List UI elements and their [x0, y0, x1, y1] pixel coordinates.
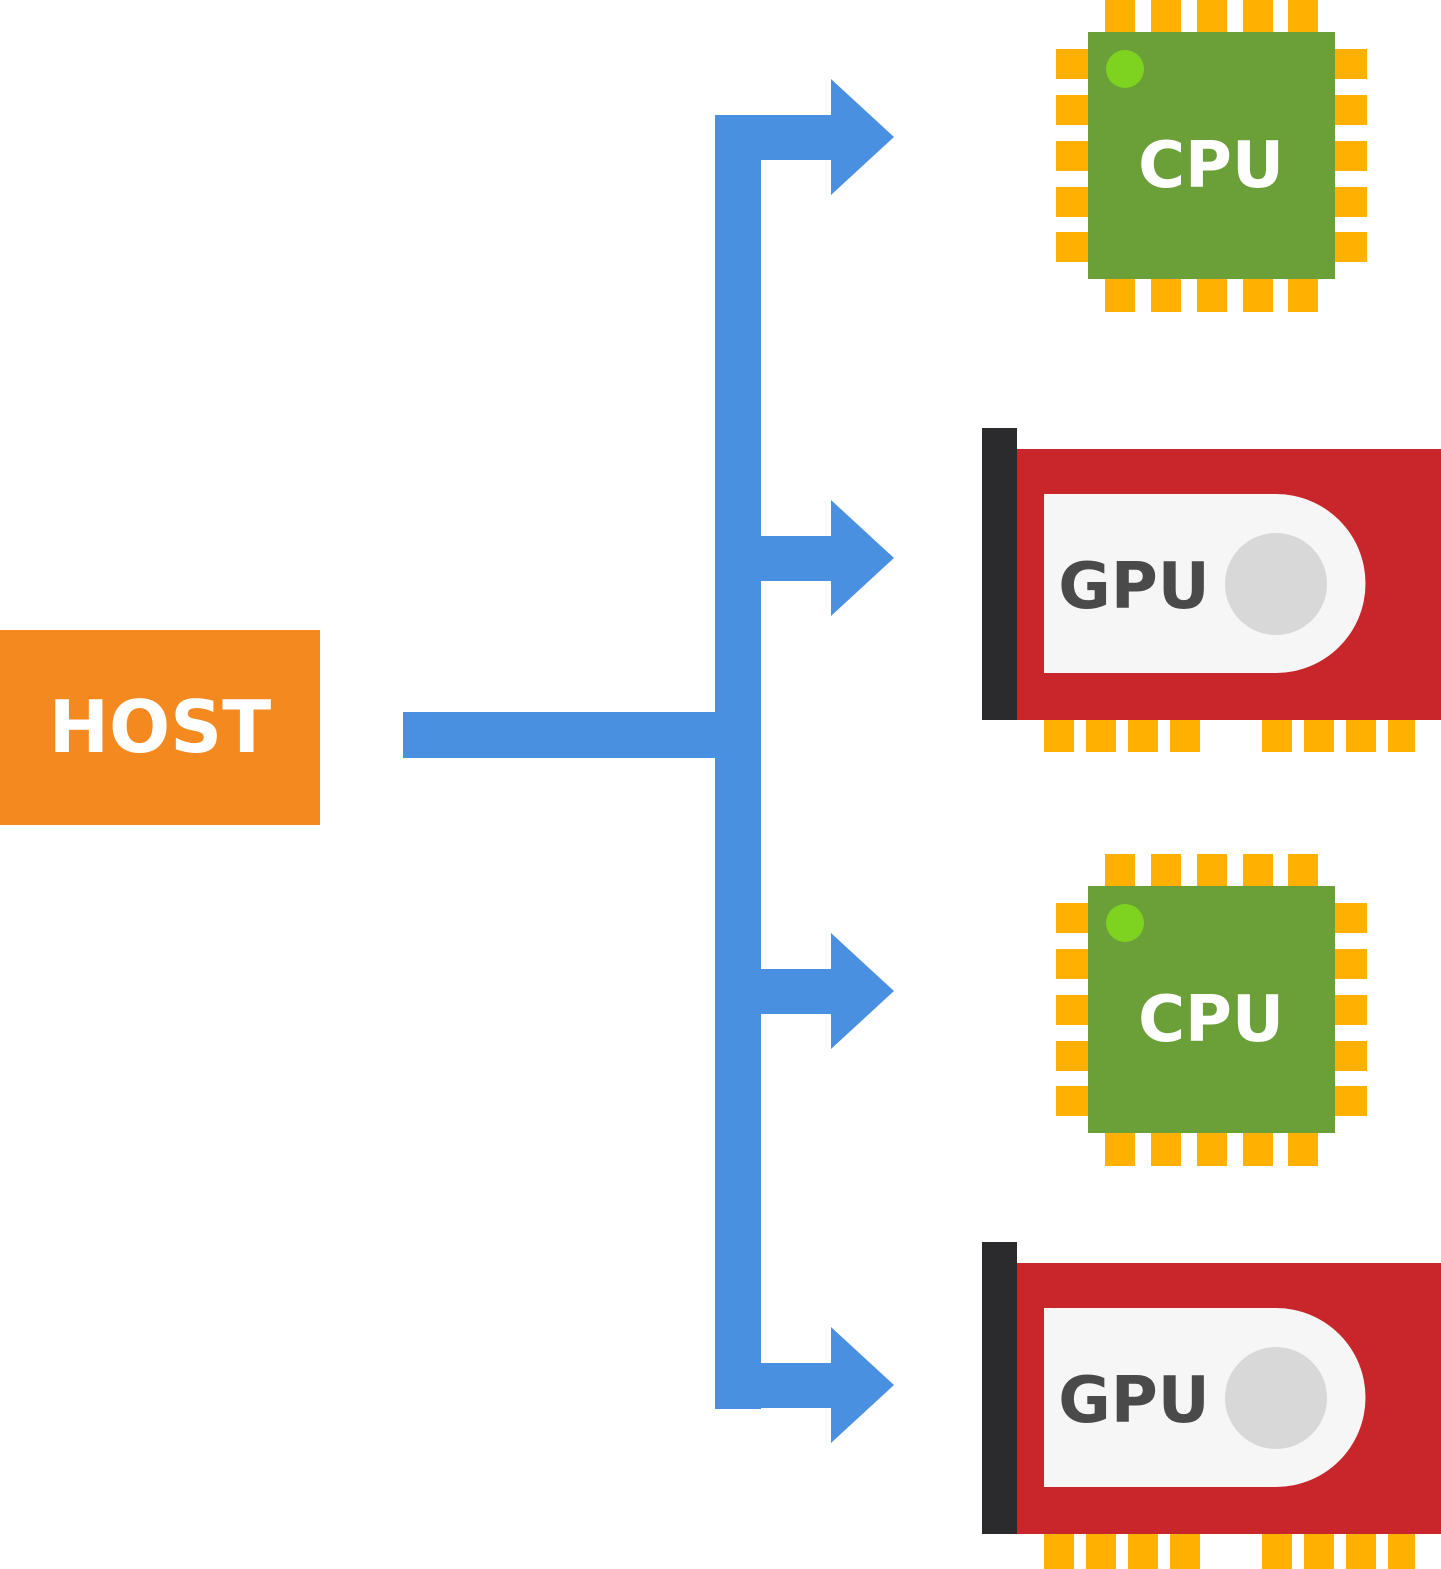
- cpu-chip-icon: CPU: [1056, 854, 1367, 1166]
- gpu-card-icon: GPU: [982, 428, 1441, 752]
- cpu-led: [1106, 904, 1144, 942]
- cpu-pins: [1056, 854, 1367, 1166]
- gpu-label: GPU: [1058, 1364, 1209, 1438]
- gpu-pins: [1044, 718, 1415, 752]
- cpu-label: CPU: [1138, 129, 1284, 203]
- arrow-to-device-3: [715, 933, 894, 1049]
- connector-arrows: [403, 79, 894, 1443]
- gpu-label: GPU: [1058, 550, 1209, 624]
- gpu-bracket: [982, 1242, 1017, 1534]
- arrow-to-device-2: [715, 500, 894, 616]
- cpu-label: CPU: [1138, 983, 1284, 1057]
- gpu-bracket: [982, 428, 1017, 720]
- host-trunk-line: [403, 712, 738, 758]
- cpu-chip-icon: CPU: [1056, 0, 1367, 312]
- vertical-bus-line: [715, 115, 761, 1409]
- cpu-led: [1106, 50, 1144, 88]
- host-box: [0, 630, 320, 825]
- host-node: HOST: [0, 630, 320, 825]
- host-label: HOST: [49, 685, 271, 769]
- gpu-pins: [1044, 1532, 1415, 1569]
- cpu-pins: [1056, 0, 1367, 312]
- arrow-to-device-1: [715, 79, 894, 195]
- arrow-to-device-4: [715, 1327, 894, 1443]
- gpu-fan: [1225, 533, 1327, 635]
- gpu-fan: [1225, 1347, 1327, 1449]
- gpu-card-icon: GPU: [982, 1242, 1441, 1569]
